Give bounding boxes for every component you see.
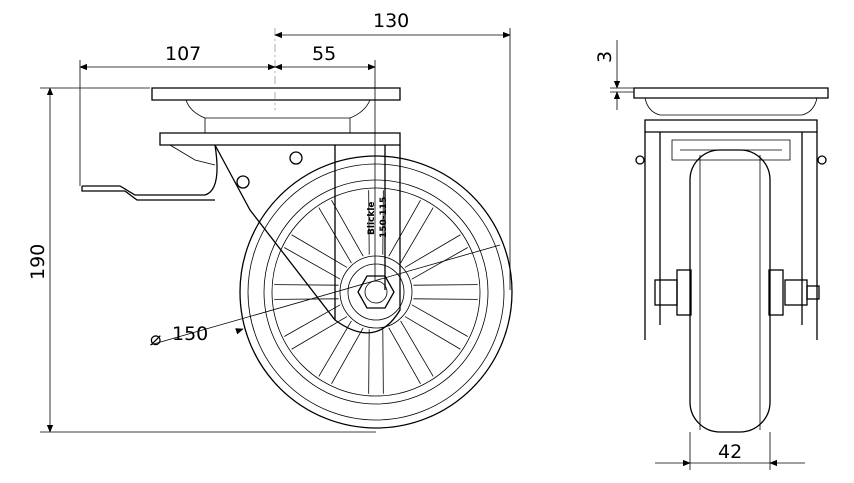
spoke — [400, 320, 434, 377]
spoke — [274, 284, 339, 286]
dimension-190: 190 — [27, 87, 54, 433]
spoke — [291, 316, 348, 350]
spoke — [413, 284, 478, 286]
spoke — [331, 200, 364, 257]
svg-text:150: 150 — [172, 323, 208, 345]
top-plate — [151, 87, 401, 101]
axle-nut — [357, 275, 395, 309]
spoke — [411, 304, 468, 337]
svg-text:55: 55 — [312, 43, 336, 65]
spoke — [368, 190, 370, 255]
side-view: 150-115 Blickle — [81, 87, 513, 429]
spoke — [331, 327, 364, 384]
front-view — [633, 87, 829, 433]
svg-text:130: 130 — [373, 10, 409, 32]
spoke — [400, 207, 434, 264]
dimension-55: 55 — [274, 43, 376, 71]
logo: Blickle — [367, 201, 377, 235]
spoke — [388, 200, 421, 257]
spoke — [284, 247, 341, 280]
dimension-130: 130 — [274, 10, 511, 39]
spoke — [274, 298, 339, 300]
spoke — [388, 327, 421, 384]
spoke — [291, 234, 348, 268]
dimension-diameter: ⌀ 150 — [149, 244, 501, 350]
brake-pedal — [81, 144, 218, 201]
spoke — [404, 316, 461, 350]
wheel-front — [689, 149, 771, 433]
dimension-107: 107 — [79, 43, 276, 71]
dimension-3: 3 — [594, 40, 634, 110]
wheel-label: 150-115 — [379, 197, 389, 238]
spoke — [284, 304, 341, 337]
wheel — [239, 155, 513, 429]
svg-text:42: 42 — [718, 441, 742, 463]
spoke — [413, 298, 478, 300]
extension-lines — [40, 28, 511, 433]
fork — [214, 144, 401, 334]
spoke — [318, 320, 352, 377]
spoke — [382, 329, 384, 394]
dimension-42: 42 — [655, 432, 805, 470]
spoke — [382, 190, 384, 255]
spoke — [404, 234, 461, 268]
spoke — [368, 329, 370, 394]
svg-text:⌀: ⌀ — [150, 328, 161, 350]
spoke — [411, 247, 468, 280]
svg-text:107: 107 — [165, 43, 201, 65]
svg-text:3: 3 — [594, 51, 616, 63]
svg-text:190: 190 — [27, 244, 49, 280]
fork-front — [644, 132, 818, 340]
